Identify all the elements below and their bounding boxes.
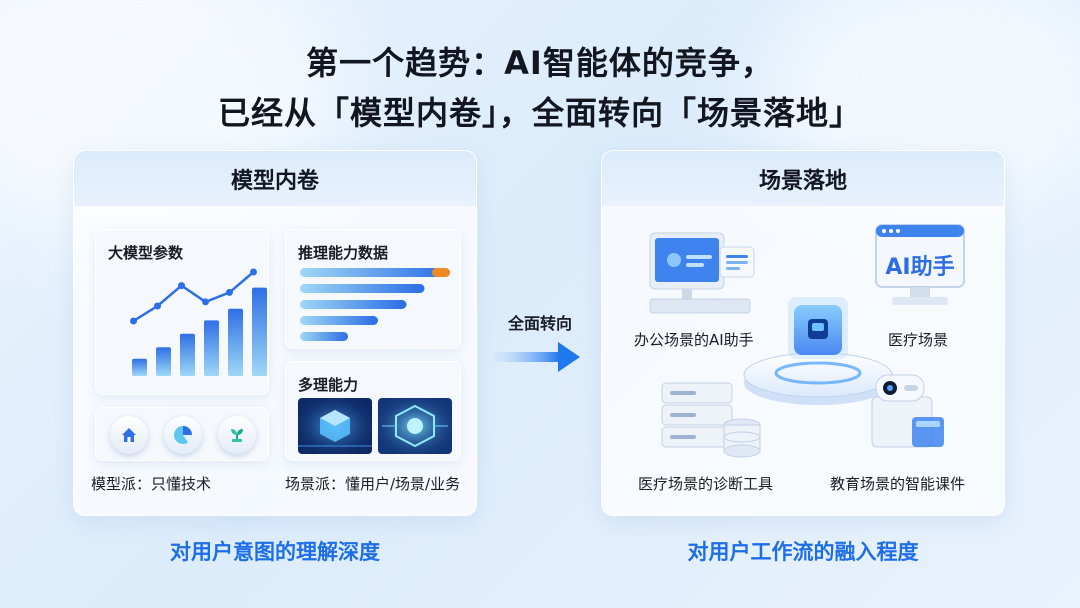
reasoning-bar bbox=[300, 268, 450, 277]
model-panel: 模型内卷 大模型参数 推理能力数据 bbox=[73, 150, 477, 516]
education-courseware-label: 教育场景的智能课件 bbox=[830, 475, 966, 493]
multi-capability-label: 多理能力 bbox=[298, 376, 359, 394]
param-bar bbox=[204, 320, 219, 376]
reasoning-card: 推理能力数据 bbox=[285, 229, 461, 349]
medical-scenario-label: 医疗场景 bbox=[888, 331, 949, 349]
param-trend-point bbox=[154, 302, 161, 310]
param-bar bbox=[132, 358, 147, 376]
title-line-2: 已经从「模型内卷」，全面转向「场景落地」 bbox=[217, 94, 862, 132]
hexagon-tile-icon bbox=[378, 398, 452, 454]
server-stack-icon bbox=[661, 382, 761, 458]
model-school-caption: 模型派：只懂技术 bbox=[91, 475, 212, 493]
param-trend-point bbox=[130, 317, 137, 325]
param-bar bbox=[252, 287, 267, 376]
param-chart-label: 大模型参数 bbox=[108, 244, 184, 262]
center-platform-icon bbox=[743, 297, 893, 405]
param-trend-point bbox=[250, 268, 257, 276]
title-line-1: 第一个趋势：AI智能体的竞争， bbox=[306, 44, 774, 82]
workflow-integration-caption: 对用户工作流的融入程度 bbox=[687, 540, 919, 564]
cube-tile-icon bbox=[298, 398, 372, 454]
multi-capability-card: 多理能力 bbox=[285, 361, 461, 461]
scenario-school-caption: 场景派：懂用户/场景/业务 bbox=[285, 475, 461, 493]
plant-icon bbox=[218, 416, 256, 454]
reasoning-bar-highlight bbox=[432, 268, 450, 277]
param-bar bbox=[156, 347, 171, 376]
param-trend-point bbox=[202, 298, 209, 306]
right-arrow-icon bbox=[492, 342, 580, 372]
shift-arrow-label: 全面转向 bbox=[507, 314, 572, 333]
ai-assistant-badge: AI助手 bbox=[885, 255, 955, 280]
diagnosis-tool-label: 医疗场景的诊断工具 bbox=[638, 475, 774, 493]
shift-arrow: 全面转向 bbox=[478, 310, 602, 390]
scenario-panel-title: 场景落地 bbox=[602, 151, 1004, 207]
scenario-panel: 场景落地 AI助手 bbox=[601, 150, 1005, 516]
reasoning-label: 推理能力数据 bbox=[298, 244, 389, 262]
model-panel-title: 模型内卷 bbox=[74, 151, 476, 207]
camera-device-icon bbox=[871, 374, 944, 448]
param-bar bbox=[228, 308, 243, 376]
param-trend-point bbox=[178, 282, 185, 290]
reasoning-bar bbox=[300, 316, 378, 325]
intent-understanding-caption: 对用户意图的理解深度 bbox=[170, 540, 380, 564]
param-bar bbox=[180, 333, 195, 376]
param-bar-line-chart bbox=[130, 268, 267, 376]
home-icon bbox=[110, 416, 148, 454]
param-chart-card: 大模型参数 bbox=[95, 229, 269, 395]
office-scenario-label: 办公场景的AI助手 bbox=[634, 331, 754, 349]
icon-row-card bbox=[95, 407, 269, 461]
reasoning-bar bbox=[300, 284, 425, 293]
pie-chart-icon bbox=[164, 416, 202, 454]
param-trend-point bbox=[226, 288, 233, 296]
reasoning-bar-chart bbox=[300, 268, 450, 341]
ai-assistant-monitor-icon bbox=[875, 224, 965, 305]
office-monitor-icon bbox=[649, 232, 755, 314]
reasoning-bar bbox=[300, 332, 348, 341]
reasoning-bar bbox=[300, 300, 407, 309]
param-trend-line bbox=[132, 271, 255, 323]
